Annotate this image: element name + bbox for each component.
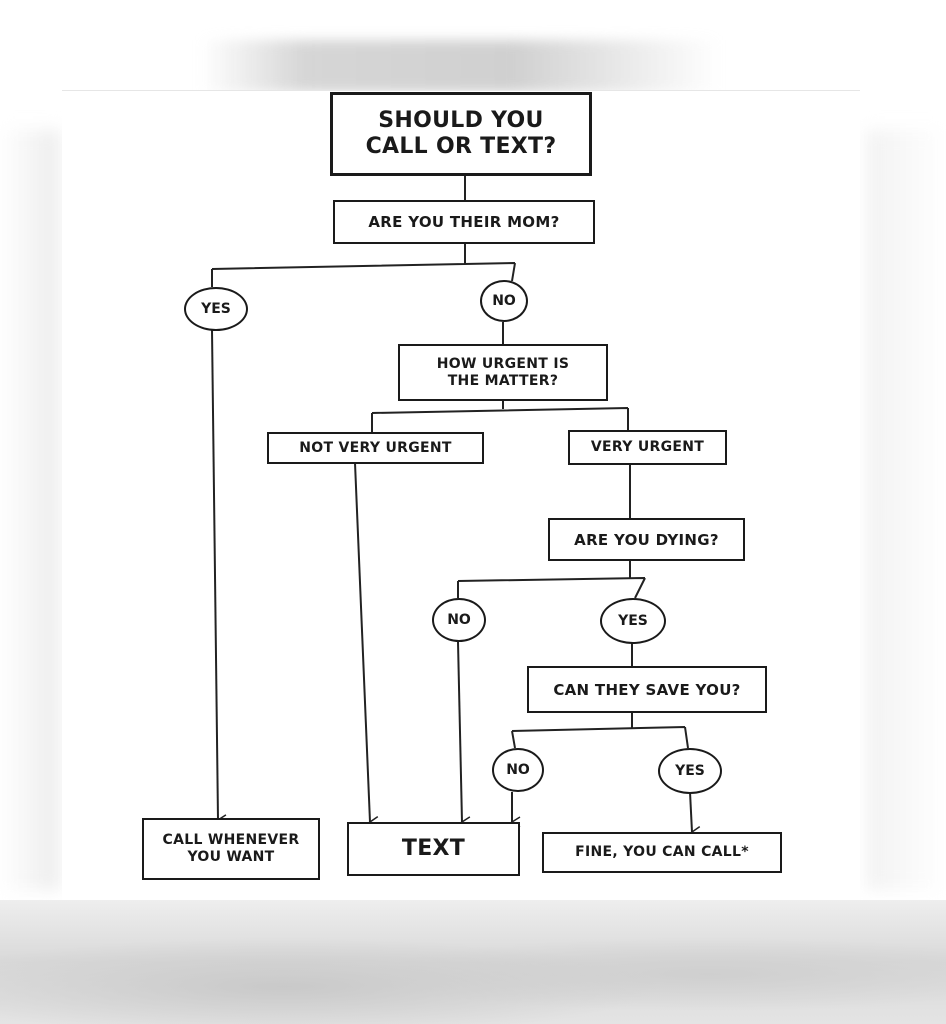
very-urgent-box: VERY URGENT bbox=[568, 430, 727, 465]
save-yes-label: YES bbox=[675, 763, 705, 779]
not-very-urgent-label: NOT VERY URGENT bbox=[299, 439, 452, 456]
mom-yes-oval: YES bbox=[184, 287, 248, 331]
line-save-yes-to-fine bbox=[689, 791, 701, 838]
dying-no-label: NO bbox=[447, 612, 471, 628]
dying-question-box: ARE YOU DYING? bbox=[548, 518, 745, 561]
line-urgency-split bbox=[371, 400, 629, 432]
save-no-oval: NO bbox=[492, 748, 544, 792]
outcome-call-whenever-box: CALL WHENEVER YOU WANT bbox=[142, 818, 320, 880]
line-yes-to-call bbox=[211, 329, 227, 826]
call-whenever-line-2: YOU WANT bbox=[187, 849, 275, 865]
outcome-text-box: TEXT bbox=[347, 822, 520, 876]
dying-yes-oval: YES bbox=[600, 598, 666, 644]
line-not-urgent-to-text bbox=[354, 462, 379, 828]
top-blur-band bbox=[200, 40, 720, 92]
dying-yes-label: YES bbox=[618, 613, 648, 629]
title-box: SHOULD YOU CALL OR TEXT? bbox=[330, 92, 592, 176]
mom-question-label: ARE YOU THEIR MOM? bbox=[368, 213, 560, 231]
line-save-split bbox=[511, 712, 689, 749]
dying-question-label: ARE YOU DYING? bbox=[574, 530, 719, 549]
title-line-2: CALL OR TEXT? bbox=[365, 134, 557, 159]
save-no-label: NO bbox=[506, 762, 530, 778]
save-question-label: CAN THEY SAVE YOU? bbox=[553, 680, 741, 699]
line-dying-no-to-text bbox=[457, 641, 471, 828]
urgency-line-1: HOW URGENT IS bbox=[436, 355, 570, 372]
title-line-1: SHOULD YOU bbox=[378, 107, 544, 133]
dying-no-oval: NO bbox=[432, 598, 486, 642]
call-whenever-line-1: CALL WHENEVER bbox=[162, 832, 300, 849]
line-dying-split bbox=[457, 560, 646, 599]
bottom-blur-band bbox=[0, 900, 946, 1024]
left-blur bbox=[0, 130, 60, 890]
mom-no-oval: NO bbox=[480, 280, 528, 322]
mom-question-box: ARE YOU THEIR MOM? bbox=[333, 200, 595, 244]
outcome-fine-label: FINE, YOU CAN CALL* bbox=[575, 844, 749, 861]
very-urgent-label: VERY URGENT bbox=[590, 439, 705, 456]
save-question-box: CAN THEY SAVE YOU? bbox=[527, 666, 767, 713]
line-mom-split bbox=[211, 243, 516, 287]
not-very-urgent-box: NOT VERY URGENT bbox=[267, 432, 484, 464]
right-blur bbox=[866, 130, 946, 890]
mom-no-label: NO bbox=[492, 293, 516, 309]
save-yes-oval: YES bbox=[658, 748, 722, 794]
urgency-question-box: HOW URGENT IS THE MATTER? bbox=[398, 344, 608, 401]
urgency-line-2: THE MATTER? bbox=[447, 372, 559, 389]
outcome-fine-box: FINE, YOU CAN CALL* bbox=[542, 832, 782, 873]
outcome-text-label: TEXT bbox=[401, 835, 466, 861]
mom-yes-label: YES bbox=[201, 301, 231, 317]
